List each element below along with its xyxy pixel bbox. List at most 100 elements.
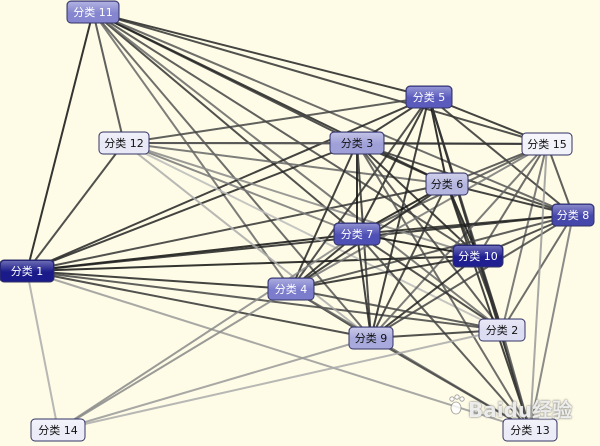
- node-label: 分类 4: [275, 282, 308, 296]
- node-label: 分类 6: [431, 177, 464, 191]
- node-shine: [100, 133, 148, 144]
- edge-n13-n15: [529, 143, 548, 431]
- node-shine: [269, 279, 313, 290]
- edge-n4-n2: [290, 288, 503, 331]
- node-n15[interactable]: 分类 15: [521, 132, 573, 156]
- edge-n5-n9: [370, 96, 430, 339]
- node-n12[interactable]: 分类 12: [98, 131, 150, 155]
- node-shine: [504, 420, 556, 431]
- node-shine: [427, 174, 467, 185]
- edge-n11-n1: [26, 11, 94, 272]
- node-label: 分类 12: [104, 136, 144, 150]
- node-label: 分类 13: [510, 423, 550, 437]
- node-label: 分类 1: [11, 264, 44, 278]
- edge-n2-n13: [501, 329, 531, 431]
- edge-n3-n13: [356, 142, 531, 431]
- edge-n1-n2: [26, 270, 503, 331]
- edge-n11-n5: [92, 11, 430, 98]
- edge-n15-n8: [546, 143, 574, 216]
- node-n2[interactable]: 分类 2: [478, 318, 526, 342]
- node-n5[interactable]: 分类 5: [405, 85, 453, 109]
- edge-n12-n10: [123, 142, 479, 257]
- edge-n11-n6: [92, 11, 448, 185]
- watermark-text: Baidu经验: [468, 398, 573, 422]
- edge-n1-n12: [26, 142, 125, 272]
- edge-n7-n13: [356, 233, 531, 431]
- node-n7[interactable]: 分类 7: [333, 222, 381, 246]
- node-label: 分类 10: [458, 249, 498, 263]
- edge-n11-n7: [92, 11, 358, 235]
- node-n10[interactable]: 分类 10: [452, 244, 504, 268]
- edge-n12-n9: [123, 142, 372, 339]
- node-label: 分类 11: [73, 5, 113, 19]
- node-n13[interactable]: 分类 13: [502, 418, 558, 442]
- node-n14[interactable]: 分类 14: [30, 418, 86, 442]
- node-shine: [480, 320, 524, 331]
- edge-n10-n9: [370, 255, 479, 339]
- edge-n11-n2: [92, 11, 503, 331]
- edge-n8-n2: [501, 214, 574, 331]
- node-label: 分类 8: [557, 208, 590, 222]
- edge-n15-n9: [370, 143, 548, 339]
- edge-n11-n9: [92, 11, 372, 339]
- edge-n3-n2: [356, 142, 503, 331]
- edge-n1-n3: [26, 142, 358, 272]
- node-shine: [335, 224, 379, 235]
- edge-n12-n5: [123, 96, 430, 144]
- edge-n5-n8: [428, 96, 574, 216]
- node-n3[interactable]: 分类 3: [329, 131, 385, 155]
- edge-n2-n14: [57, 329, 503, 431]
- node-label: 分类 7: [341, 227, 374, 241]
- edge-n11-n12: [92, 11, 125, 144]
- edge-n11-n15: [92, 11, 548, 145]
- node-shine: [454, 246, 502, 257]
- node-shine: [407, 87, 451, 98]
- node-label: 分类 2: [486, 323, 519, 337]
- edge-n1-n9: [26, 270, 372, 339]
- node-shine: [68, 2, 118, 13]
- node-label: 分类 5: [413, 90, 446, 104]
- edge-n1-n13: [26, 270, 531, 431]
- edge-n1-n6: [26, 183, 448, 272]
- edge-n9-n14: [57, 337, 372, 431]
- node-shine: [32, 420, 84, 431]
- edge-n15-n4: [290, 143, 548, 290]
- edge-n8-n9: [370, 214, 574, 339]
- node-shine: [1, 261, 53, 272]
- node-shine: [350, 328, 392, 339]
- edge-n1-n14: [26, 270, 59, 431]
- edge-n12-n7: [123, 142, 358, 235]
- edge-n7-n14: [57, 233, 358, 431]
- node-shine: [331, 133, 383, 144]
- node-label: 分类 3: [341, 136, 374, 150]
- edge-n4-n14: [57, 288, 292, 431]
- edge-n7-n9: [356, 233, 372, 339]
- edge-n12-n2: [123, 142, 503, 331]
- node-n9[interactable]: 分类 9: [348, 326, 394, 350]
- node-n11[interactable]: 分类 11: [66, 0, 120, 24]
- node-shine: [553, 205, 593, 216]
- node-n6[interactable]: 分类 6: [425, 172, 469, 196]
- node-label: 分类 9: [355, 331, 388, 345]
- node-label: 分类 14: [38, 423, 78, 437]
- edge-n8-n13: [529, 214, 574, 431]
- edge-n10-n4: [290, 255, 479, 290]
- node-n8[interactable]: 分类 8: [551, 203, 595, 227]
- node-n4[interactable]: 分类 4: [267, 277, 315, 301]
- edge-n5-n7: [356, 96, 430, 235]
- edge-layer: [26, 11, 574, 431]
- edge-n3-n15: [356, 142, 548, 145]
- edge-n11-n8: [92, 11, 574, 216]
- edge-n11-n4: [92, 11, 292, 290]
- edge-n12-n6: [123, 142, 448, 185]
- edge-n3-n4: [290, 142, 358, 290]
- node-n1[interactable]: 分类 1: [0, 259, 55, 283]
- edge-n1-n10: [26, 255, 479, 272]
- edge-n6-n9: [370, 183, 448, 339]
- edge-n5-n6: [428, 96, 448, 185]
- node-shine: [523, 134, 571, 145]
- edge-n8-n7: [356, 214, 574, 235]
- watermark-paw-icon: [449, 394, 465, 415]
